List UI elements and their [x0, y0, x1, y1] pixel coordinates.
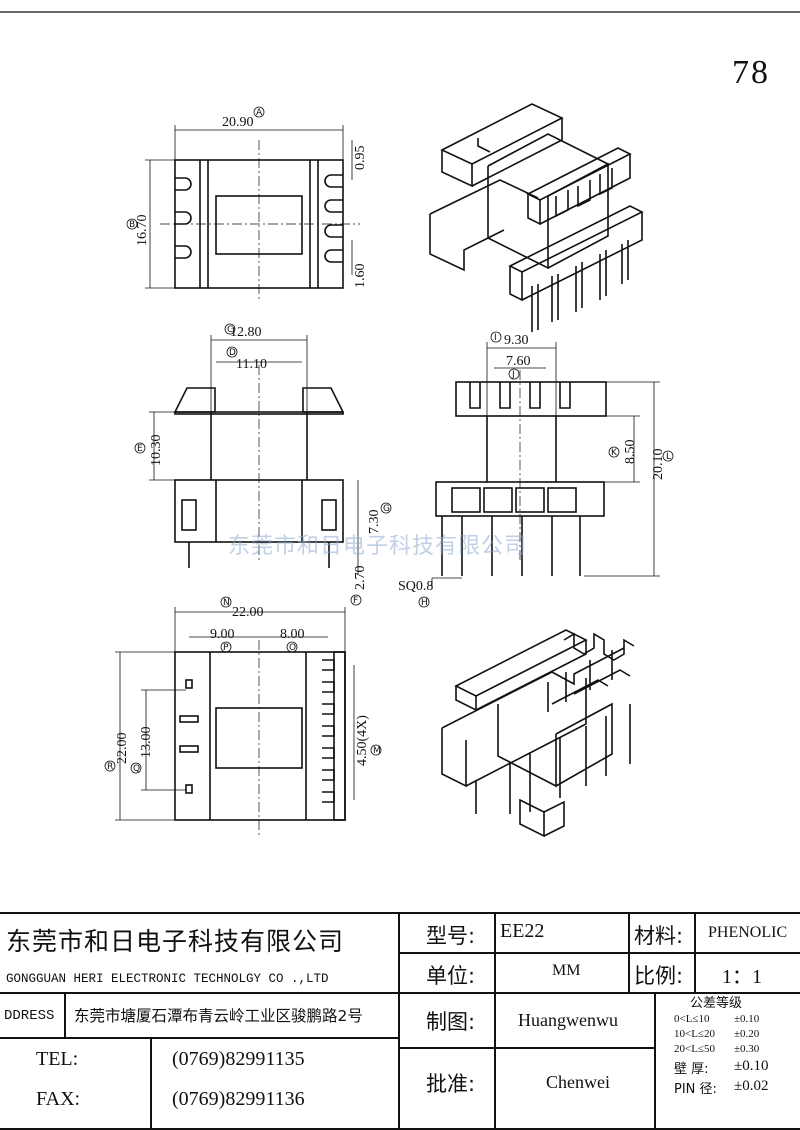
dim-h-value: SQ0.8 [398, 579, 433, 594]
tel-label: TEL: [36, 1048, 79, 1070]
dim-n-letter: N [223, 598, 230, 608]
tol-row1-range: 0<L≤10 [674, 1013, 710, 1025]
dim-r-letter: R [107, 762, 113, 772]
dim-n-value: 22.00 [232, 605, 264, 620]
dim-c-value: 12.80 [230, 325, 262, 340]
dim-r-value: 22.00 [115, 733, 130, 765]
dim-g-letter: G [383, 504, 390, 514]
dim-f-value: 2.70 [353, 566, 368, 591]
dim-e-letter: E [137, 444, 143, 454]
model-value: EE22 [500, 920, 545, 942]
company-name-cn: 东莞市和日电子科技有限公司 [6, 927, 345, 956]
address-label: DDRESS [4, 1008, 55, 1024]
tol-row3-range: 20<L≤50 [674, 1043, 715, 1055]
scale-value: 1：1 [722, 966, 762, 988]
dim-p-letter: P [223, 643, 229, 653]
dim-h-letter: H [421, 598, 428, 608]
dim-a-letter: A [256, 108, 263, 118]
dim-a-value: 20.90 [222, 115, 254, 130]
dim-e-value: 10.30 [149, 435, 164, 467]
drawn-value: Huangwenwu [518, 1010, 618, 1030]
bottom-view [115, 607, 355, 835]
material-value: PHENOLIC [708, 924, 788, 941]
dim-q-value: 13.00 [139, 727, 154, 759]
tolerance-title: 公差等级 [690, 996, 743, 1011]
dim-j-value: 7.60 [506, 354, 531, 369]
tol-pin-value: ±0.02 [734, 1078, 769, 1094]
dim-top-right-2: 1.60 [353, 264, 368, 289]
top-view [145, 125, 360, 300]
dim-p-value: 9.00 [210, 627, 235, 642]
watermark: 东莞市和日电子科技有限公司 [228, 534, 528, 559]
dim-k-letter: K [611, 448, 618, 458]
material-label: 材料: [634, 924, 684, 948]
approved-value: Chenwei [546, 1072, 610, 1092]
technical-drawing: 20.90 A 16.70 B 0.95 1.60 12.80 C 11.10 … [0, 11, 800, 838]
tol-wall-value: ±0.10 [734, 1058, 769, 1074]
dim-b-letter: B [129, 220, 135, 230]
tol-row2-range: 10<L≤20 [674, 1028, 715, 1040]
dim-m-letter: M [373, 746, 381, 756]
front-view [149, 335, 359, 575]
dim-k-value: 8.50 [623, 440, 638, 465]
tel-value: (0769)82991135 [172, 1048, 305, 1070]
isometric-view-top [429, 103, 644, 332]
tol-row3-value: ±0.30 [734, 1043, 760, 1055]
fax-value: (0769)82991136 [172, 1088, 305, 1110]
title-block: 东莞市和日电子科技有限公司 GONGGUAN HERI ELECTRONIC T… [0, 912, 800, 1130]
dim-q-letter: Q [133, 764, 140, 774]
dim-top-right-1: 0.95 [353, 146, 368, 171]
model-label: 型号: [426, 924, 476, 948]
side-view [431, 342, 660, 588]
dim-l-value: 20.10 [651, 449, 666, 481]
company-name-en: GONGGUAN HERI ELECTRONIC TECHNOLGY CO .,… [6, 972, 329, 986]
dim-j-letter: J [511, 370, 515, 380]
drawn-label: 制图: [426, 1010, 476, 1034]
dim-f-letter: F [353, 596, 358, 606]
dim-c-letter: C [227, 325, 233, 335]
dim-l-letter: L [666, 452, 671, 462]
unit-label: 单位: [426, 964, 476, 988]
dim-i-letter: I [494, 333, 497, 343]
isometric-view-bottom [441, 629, 635, 838]
unit-value: MM [552, 962, 581, 979]
dim-m-value: 4.50(4X) [355, 715, 370, 766]
tol-row2-value: ±0.20 [734, 1028, 760, 1040]
address-value: 东莞市塘厦石潭布青云岭工业区骏鹏路2号 [74, 1007, 363, 1025]
dim-g-value: 7.30 [367, 510, 382, 535]
dim-d-value: 11.10 [236, 357, 267, 372]
fax-label: FAX: [36, 1088, 81, 1110]
tol-row1-value: ±0.10 [734, 1013, 760, 1025]
dim-o-value: 8.00 [280, 627, 305, 642]
approved-label: 批准: [426, 1072, 476, 1096]
tol-pin-label: PIN 径: [674, 1082, 717, 1097]
page-number: 78 [732, 54, 770, 91]
dim-o-letter: O [289, 643, 296, 653]
dim-i-value: 9.30 [504, 333, 529, 348]
dim-b-value: 16.70 [135, 215, 150, 247]
tol-wall-label: 壁 厚: [674, 1062, 709, 1077]
scale-label: 比例: [634, 964, 684, 988]
dim-d-letter: D [229, 348, 236, 358]
